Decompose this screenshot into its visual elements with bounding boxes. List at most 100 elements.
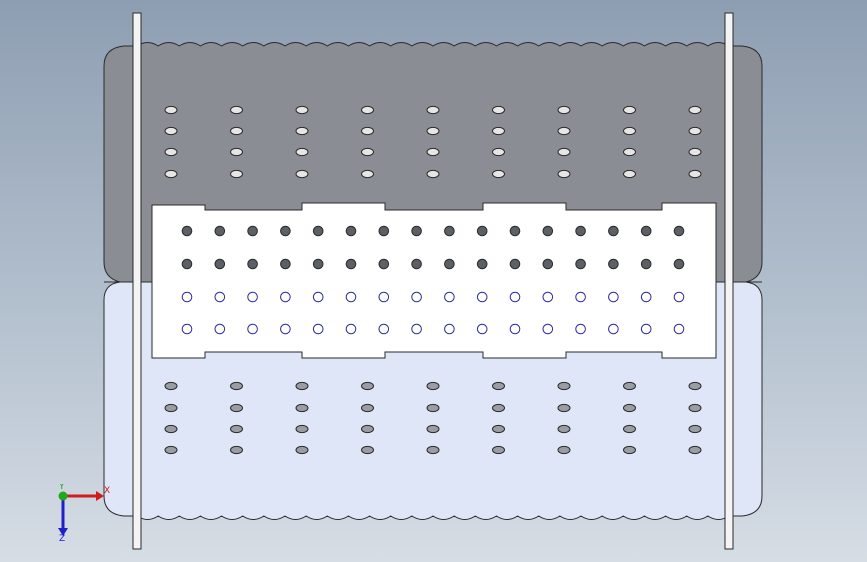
- slot-hole: [164, 381, 178, 391]
- slot-hole: [426, 169, 440, 179]
- round-hole-light: [280, 291, 291, 303]
- round-hole-light: [608, 291, 619, 303]
- right-side-frame[interactable]: [724, 12, 734, 550]
- round-hole-light: [181, 323, 193, 335]
- round-hole-light: [542, 323, 554, 335]
- x-axis-label: X: [104, 486, 110, 496]
- round-hole-dark: [345, 225, 357, 237]
- round-hole-dark: [280, 258, 291, 270]
- round-hole-light: [575, 323, 586, 335]
- left-side-frame[interactable]: [132, 12, 142, 550]
- round-hole-light: [608, 323, 619, 335]
- upper-slot-holes: [164, 105, 702, 179]
- slot-hole: [557, 445, 571, 455]
- slot-hole: [426, 403, 440, 413]
- round-hole-dark: [542, 225, 554, 237]
- round-hole-light: [640, 291, 652, 303]
- lower-panel-right-edge[interactable]: [728, 281, 763, 517]
- slot-hole: [361, 105, 374, 115]
- slot-hole: [295, 105, 309, 115]
- round-hole-dark: [378, 225, 390, 237]
- slot-hole: [295, 147, 309, 157]
- lower-panel-left-edge[interactable]: [103, 281, 138, 517]
- round-hole-dark: [312, 225, 324, 237]
- upper-panel[interactable]: [103, 45, 138, 283]
- round-hole-dark: [411, 225, 422, 237]
- round-hole-dark: [411, 258, 422, 270]
- slot-hole: [230, 381, 243, 391]
- x-axis-arrowhead: [96, 491, 104, 501]
- slot-hole: [492, 424, 505, 434]
- slot-hole: [230, 169, 243, 179]
- slot-hole: [492, 381, 505, 391]
- round-hole-light: [640, 323, 652, 335]
- slot-hole: [557, 424, 571, 434]
- round-hole-light: [411, 323, 422, 335]
- slot-hole: [295, 169, 309, 179]
- round-hole-light: [476, 291, 488, 303]
- upper-panel-right-edge[interactable]: [728, 45, 763, 283]
- round-hole-light: [378, 291, 390, 303]
- slot-hole: [557, 381, 571, 391]
- round-hole-dark: [312, 258, 324, 270]
- slot-hole: [295, 445, 309, 455]
- round-hole-dark: [509, 225, 521, 237]
- round-hole-dark: [378, 258, 390, 270]
- round-hole-dark: [509, 258, 521, 270]
- round-hole-dark: [247, 258, 258, 270]
- reference-triad: X Z Y: [58, 484, 110, 542]
- round-hole-light: [312, 291, 324, 303]
- slot-hole: [164, 403, 178, 413]
- round-hole-light: [411, 291, 422, 303]
- slot-hole: [361, 381, 374, 391]
- slot-hole: [230, 126, 243, 136]
- slot-hole: [492, 147, 505, 157]
- top-wavy-edge: [136, 42, 730, 47]
- slot-hole: [295, 126, 309, 136]
- slot-hole: [230, 403, 243, 413]
- round-hole-light: [214, 291, 226, 303]
- slot-hole: [230, 105, 243, 115]
- slot-hole: [164, 445, 178, 455]
- round-hole-dark: [476, 225, 488, 237]
- round-hole-light: [476, 323, 488, 335]
- slot-hole: [164, 424, 178, 434]
- slot-hole: [426, 147, 440, 157]
- round-hole-dark: [214, 258, 226, 270]
- slot-hole: [426, 424, 440, 434]
- round-hole-dark: [214, 225, 226, 237]
- slot-hole: [295, 381, 309, 391]
- slot-hole: [492, 445, 505, 455]
- slot-hole: [492, 126, 505, 136]
- round-hole-light: [247, 291, 258, 303]
- round-hole-light: [181, 291, 193, 303]
- round-hole-light: [312, 323, 324, 335]
- slot-hole: [426, 105, 440, 115]
- round-hole-dark: [575, 258, 586, 270]
- round-hole-dark: [608, 225, 619, 237]
- slot-hole: [164, 126, 178, 136]
- slot-hole: [623, 403, 636, 413]
- slot-hole: [557, 126, 571, 136]
- round-hole-dark: [575, 225, 586, 237]
- slot-hole: [164, 169, 178, 179]
- round-hole-dark: [673, 225, 685, 237]
- slot-hole: [557, 169, 571, 179]
- round-hole-dark: [640, 258, 652, 270]
- slot-hole: [230, 424, 243, 434]
- slot-hole: [557, 147, 571, 157]
- round-hole-dark: [476, 258, 488, 270]
- center-perforated-plate[interactable]: [151, 202, 717, 359]
- round-hole-light: [444, 323, 455, 335]
- round-hole-dark: [181, 258, 193, 270]
- round-hole-dark: [444, 225, 455, 237]
- slot-hole: [557, 105, 571, 115]
- slot-hole: [623, 381, 636, 391]
- slot-hole: [688, 126, 702, 136]
- round-hole-light: [673, 323, 685, 335]
- round-hole-dark: [542, 258, 554, 270]
- slot-hole: [426, 381, 440, 391]
- bottom-wavy-edge: [136, 515, 730, 520]
